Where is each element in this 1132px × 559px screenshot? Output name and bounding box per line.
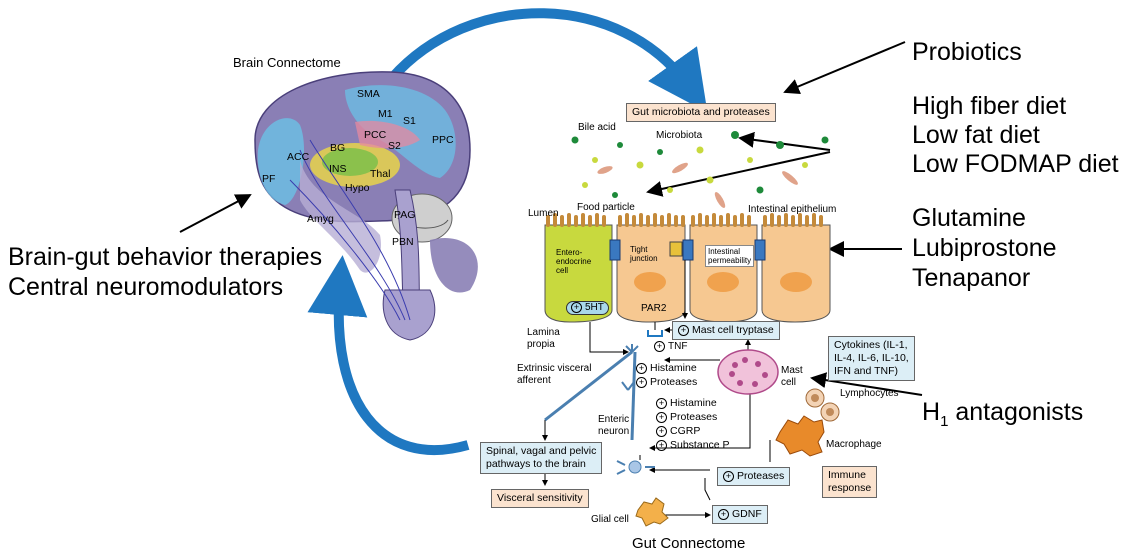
label-extrinsic-afferent: Extrinsic visceral afferent: [517, 363, 592, 386]
gut-connectome-title: Gut Connectome: [632, 535, 746, 552]
drug-interventions: Glutamine Lubiprostone Tenapanor: [912, 203, 1057, 293]
cytokines-box: Cytokines (IL-1, IL-4, IL-6, IL-10, IFN …: [828, 336, 915, 381]
list-item: +Histamine: [656, 396, 730, 410]
region-bg: BG: [330, 142, 346, 154]
plus-icon: +: [656, 411, 667, 423]
label-enteric-neuron: Enteric neuron: [598, 414, 630, 437]
region-s2: S2: [388, 140, 401, 152]
label-intestinal-epithelium: Intestinal epithelium: [748, 204, 837, 215]
intervention-low-fodmap: Low FODMAP diet: [912, 150, 1119, 178]
gdnf-box: +GDNF: [712, 505, 768, 525]
region-acc: ACC: [287, 151, 310, 163]
list-item: +Substance P: [656, 438, 730, 452]
label-par2: PAR2: [641, 303, 667, 314]
mast-cell: [717, 349, 779, 395]
macrophage: [775, 415, 825, 457]
plus-icon: +: [678, 324, 689, 336]
list-item: +Proteases: [636, 375, 697, 389]
mast-cell-tryptase-box: +Mast cell tryptase: [672, 321, 780, 341]
region-m1: M1: [378, 108, 393, 120]
region-pag: PAG: [394, 209, 416, 221]
region-ins: INS: [329, 163, 347, 175]
label-lumen: Lumen: [528, 208, 559, 219]
intervention-brain-gut-therapies: Brain-gut behavior therapies: [8, 243, 323, 271]
intervention-high-fiber: High fiber diet: [912, 92, 1067, 120]
intestinal-epithelium: [544, 213, 831, 323]
proteases-box: +Proteases: [717, 467, 791, 487]
intervention-glutamine: Glutamine: [912, 204, 1026, 232]
label-glial-cell: Glial cell: [591, 514, 629, 525]
plus-icon: +: [636, 362, 647, 374]
region-thal: Thal: [370, 168, 391, 180]
plus-icon: +: [571, 302, 582, 313]
label-bile-acid: Bile acid: [578, 122, 616, 133]
brain-connectome-title: Brain Connectome: [233, 55, 341, 70]
microbiota-particles: [571, 131, 829, 208]
gut-microbiota-box: Gut microbiota and proteases: [626, 103, 776, 123]
immune-response-box: Immune response: [822, 466, 878, 498]
region-pcc: PCC: [364, 129, 387, 141]
spinal-pathways-box: Spinal, vagal and pelvic pathways to the…: [480, 442, 603, 474]
label-lymphocytes: Lymphocytes: [840, 388, 899, 399]
brain-to-gut-arc: [388, 8, 708, 113]
label-food-particle: Food particle: [577, 202, 635, 213]
label-lamina-propia: Lamina propia: [527, 327, 560, 350]
region-pbn: PBN: [392, 236, 414, 248]
visceral-sensitivity-box: Visceral sensitivity: [491, 489, 589, 509]
intervention-low-fat: Low fat diet: [912, 121, 1040, 149]
list-item: +Proteases: [656, 410, 730, 424]
label-entero-cell: Entero- endocrine cell: [556, 248, 592, 275]
region-hypo: Hypo: [345, 182, 370, 194]
lymphocytes: [805, 388, 840, 422]
enteric-mediators-list: +Histamine +Proteases +CGRP +Substance P: [656, 396, 730, 452]
extrinsic-afferent-neuron: [544, 344, 639, 441]
label-microbiota: Microbiota: [656, 130, 703, 141]
label-5ht: +5HT: [566, 301, 609, 315]
plus-icon: +: [654, 341, 665, 352]
glial-cell: [635, 497, 669, 527]
region-s1: S1: [403, 115, 416, 127]
left-interventions: Brain-gut behavior therapies Central neu…: [8, 242, 322, 302]
plus-icon: +: [656, 397, 667, 409]
region-ppc: PPC: [432, 134, 454, 146]
enteric-neuron: [616, 460, 655, 475]
list-item: +Histamine: [636, 361, 697, 375]
intervention-probiotics: Probiotics: [912, 38, 1022, 66]
brain-illustration: [254, 71, 478, 341]
list-item: +CGRP: [656, 424, 730, 438]
label-mast-cell: Mast cell: [781, 365, 803, 388]
diet-interventions: High fiber diet Low fat diet Low FODMAP …: [912, 92, 1119, 179]
plus-icon: +: [718, 508, 729, 520]
region-pf: PF: [262, 173, 276, 185]
intervention-tenapanor: Tenapanor: [912, 264, 1031, 292]
intervention-central-neuromodulators: Central neuromodulators: [8, 273, 284, 301]
plus-icon: +: [656, 425, 667, 437]
region-sma: SMA: [357, 88, 380, 100]
plus-icon: +: [636, 376, 647, 388]
label-macrophage: Macrophage: [826, 439, 882, 450]
plus-icon: +: [656, 439, 667, 451]
afferent-mediators-list: +Histamine +Proteases: [636, 361, 697, 389]
intervention-h1-antagonists: H1 antagonists: [922, 398, 1084, 430]
region-amyg: Amyg: [307, 213, 334, 225]
label-intestinal-permeability: Intestinal permeability: [705, 245, 755, 267]
intervention-lubiprostone: Lubiprostone: [912, 234, 1057, 262]
plus-icon: +: [723, 470, 734, 482]
label-tight-junction: Tight junction: [630, 245, 658, 263]
gut-to-brain-arc: [307, 255, 470, 455]
label-tnf: +TNF: [654, 341, 687, 353]
